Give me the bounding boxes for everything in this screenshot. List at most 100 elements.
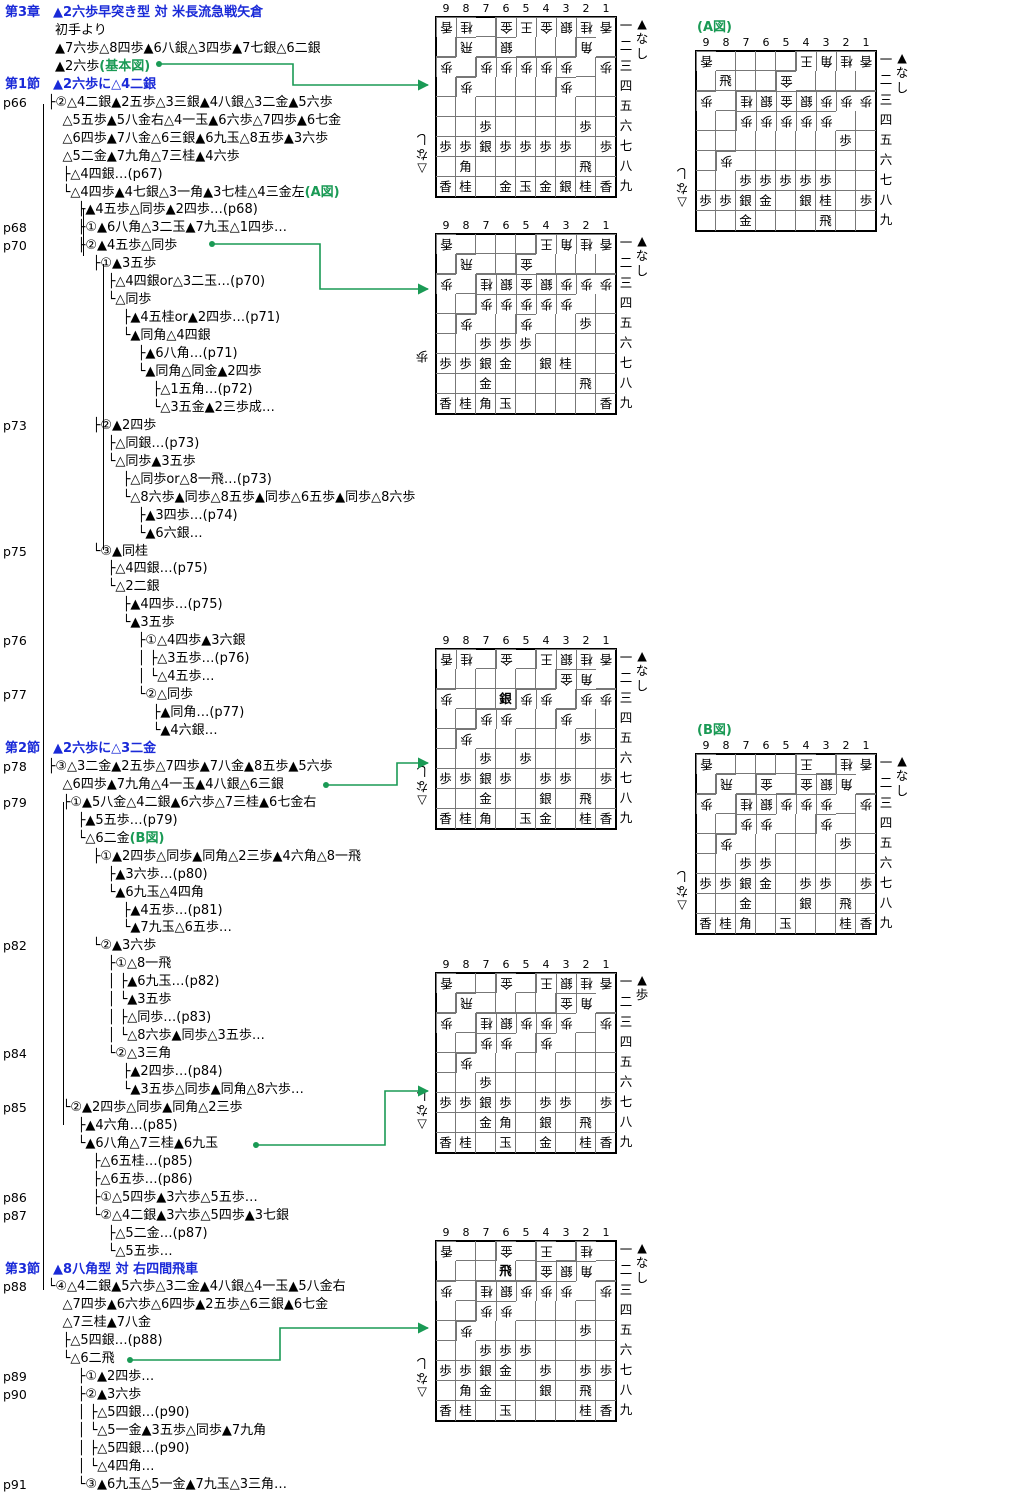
board-square <box>516 1401 536 1421</box>
board-square: 歩 <box>536 1361 556 1381</box>
board-square <box>556 1381 576 1401</box>
page-ref: p88 <box>3 1279 27 1295</box>
board-square <box>516 709 536 729</box>
variation-text: └▲3五歩△同歩▲同角△8六歩… <box>122 1082 304 1097</box>
variation-text: ├②▲3六歩 <box>77 1387 142 1403</box>
board-title: (B図) <box>697 723 732 738</box>
board-square <box>696 131 716 151</box>
board-square <box>756 71 776 91</box>
board-square: 玉 <box>496 1401 516 1421</box>
variation-line: ├△6五歩…(p86) <box>93 1171 193 1189</box>
variation-line: └②▲2四歩△同歩▲同角△2三歩 <box>63 1099 243 1117</box>
variation-text: ├▲5五歩…(p79) <box>77 812 178 828</box>
variation-text: ├②△4二銀▲2五歩△3三銀▲4八銀△3二金▲5六歩 <box>47 94 333 110</box>
file-label: 9 <box>442 634 450 647</box>
board-square <box>436 334 456 354</box>
board-square <box>516 973 536 993</box>
board-square <box>536 37 556 57</box>
board-square <box>456 669 476 689</box>
board-square <box>436 729 456 749</box>
variation-line: │ ├▲6九玉…(p82) <box>108 973 220 991</box>
board-square <box>456 973 476 993</box>
rank-label: 六 <box>619 1074 633 1089</box>
board-square: 歩 <box>436 137 456 157</box>
variation-text: └②△3三角 <box>107 1046 172 1062</box>
board-square: 金 <box>536 1133 556 1153</box>
board-square: 歩 <box>716 191 736 211</box>
board-square: 歩 <box>456 769 476 789</box>
board-square <box>836 71 856 91</box>
board-square <box>536 669 556 689</box>
board-square: 歩 <box>476 334 496 354</box>
board-square <box>596 1113 616 1133</box>
variation-line: └▲6九玉△4四角 <box>108 884 204 902</box>
board-square: 歩 <box>516 137 536 157</box>
board-square: 香 <box>599 396 613 411</box>
board-square: 香 <box>436 1401 456 1421</box>
rank-label: 四 <box>619 1034 633 1049</box>
board-square <box>756 834 776 854</box>
rank-label: 六 <box>879 152 893 167</box>
board-square <box>556 1321 576 1341</box>
board-square: 香 <box>436 809 456 829</box>
variation-line: ├▲5五歩…(p79) <box>78 812 178 830</box>
variation-line: ├③△3二金▲2五歩△7四歩▲7八金▲8五歩▲5六歩 <box>48 758 333 776</box>
board-square <box>696 71 716 91</box>
file-label: 1 <box>602 2 610 15</box>
board-square <box>576 354 596 374</box>
board-square <box>716 794 736 814</box>
file-label: 1 <box>602 1226 610 1239</box>
rank-label: 四 <box>879 112 893 127</box>
board-square <box>496 729 516 749</box>
variation-text: └△3五金▲2三歩成… <box>152 399 275 415</box>
arrow-kihonzu <box>160 63 430 91</box>
file-label: 1 <box>602 219 610 232</box>
board-square <box>436 1381 456 1401</box>
file-label: 4 <box>542 219 550 232</box>
board-square <box>596 254 616 274</box>
variation-text: △6四歩▲7八金△6三銀▲6九玉△8五歩▲3六歩 <box>62 130 329 146</box>
board-square <box>716 51 736 71</box>
rank-label: 七 <box>619 138 633 153</box>
board-square <box>696 894 716 914</box>
board-square: 歩 <box>476 1341 496 1361</box>
board-square: 桂 <box>576 809 596 829</box>
file-label: 6 <box>502 634 510 647</box>
board-square <box>756 754 776 774</box>
board-square: 歩 <box>576 117 596 137</box>
board-square <box>596 37 616 57</box>
file-label: 4 <box>542 2 550 15</box>
variation-line: ▲2六歩(基本図) <box>55 58 150 76</box>
board-square <box>836 874 856 894</box>
board-square <box>516 1241 536 1261</box>
board-square <box>836 171 856 191</box>
file-label: 2 <box>582 2 590 15</box>
board-square <box>456 274 476 294</box>
variation-line: ├▲同角…(p77) <box>153 704 245 722</box>
tree-connector-line <box>83 208 84 256</box>
variation-line: └△同歩▲3五歩 <box>108 453 196 471</box>
file-label: 4 <box>542 958 550 971</box>
board-square <box>456 1261 476 1281</box>
board-square: 桂 <box>576 1133 596 1153</box>
variation-text: └▲6八角△7三桂▲6九玉 <box>77 1135 219 1151</box>
board-square: 桂 <box>456 1401 476 1421</box>
board-square <box>576 1053 596 1073</box>
board-square <box>596 77 616 97</box>
variation-text: ├▲4五桂or▲2四歩…(p71) <box>122 310 281 326</box>
board-square <box>436 1301 456 1321</box>
board-square <box>796 814 816 834</box>
variation-line: └▲4六銀… <box>153 722 218 740</box>
board-square: 銀 <box>496 689 516 709</box>
variation-line: ├②△4二銀▲2五歩△3三銀▲4八銀△3二金▲5六歩 <box>48 94 333 112</box>
board-square <box>836 794 856 814</box>
board-square <box>436 993 456 1013</box>
file-label: 8 <box>462 2 470 15</box>
board-square: 歩 <box>436 769 456 789</box>
rank-label: 七 <box>619 1362 633 1377</box>
rank-label: 九 <box>619 1134 633 1149</box>
variation-line: ├△5四銀…(p88) <box>63 1332 163 1350</box>
